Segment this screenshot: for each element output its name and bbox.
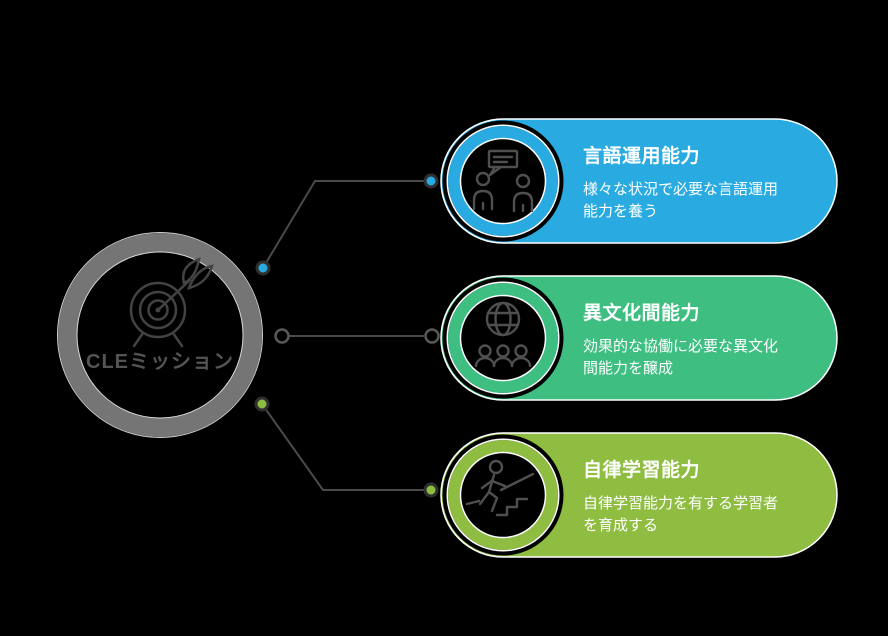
connector-dot bbox=[274, 328, 290, 344]
connector-line-3 bbox=[261, 403, 424, 491]
conversation-icon bbox=[472, 149, 534, 213]
connectors bbox=[261, 180, 424, 491]
card-ring bbox=[448, 126, 558, 236]
card-title: 言語運用能力 bbox=[583, 146, 701, 167]
card-description: 効果的な協働に必要な異文化 間能力を醸成 bbox=[583, 338, 779, 377]
center-label: CLEミッション bbox=[86, 351, 234, 373]
card-ring bbox=[448, 440, 558, 550]
connector-dot bbox=[423, 173, 439, 189]
connector-dot bbox=[424, 328, 440, 344]
stairs-person-icon bbox=[465, 459, 535, 517]
connector-dot bbox=[423, 482, 439, 498]
card-description: 自律学習能力を有する学習者 を育成する bbox=[583, 495, 779, 534]
mission-card-autonomous: 自律学習能力 自律学習能力を有する学習者 を育成する bbox=[439, 431, 839, 559]
globe-people-icon bbox=[474, 301, 532, 368]
center-circle bbox=[57, 232, 263, 438]
connector-line-1 bbox=[262, 180, 424, 269]
mission-card-intercultural: 異文化間能力 効果的な協働に必要な異文化 間能力を醸成 bbox=[439, 274, 839, 402]
connector-dot bbox=[255, 260, 271, 276]
card-title: 自律学習能力 bbox=[583, 460, 701, 481]
card-title: 異文化間能力 bbox=[583, 303, 701, 324]
card-description: 様々な状況で必要な言語運用 能力を養う bbox=[583, 181, 779, 220]
connector-dot bbox=[254, 396, 270, 412]
target-icon bbox=[129, 257, 214, 348]
card-ring bbox=[448, 283, 558, 393]
mission-card-language: 言語運用能力 様々な状況で必要な言語運用 能力を養う bbox=[439, 117, 839, 245]
